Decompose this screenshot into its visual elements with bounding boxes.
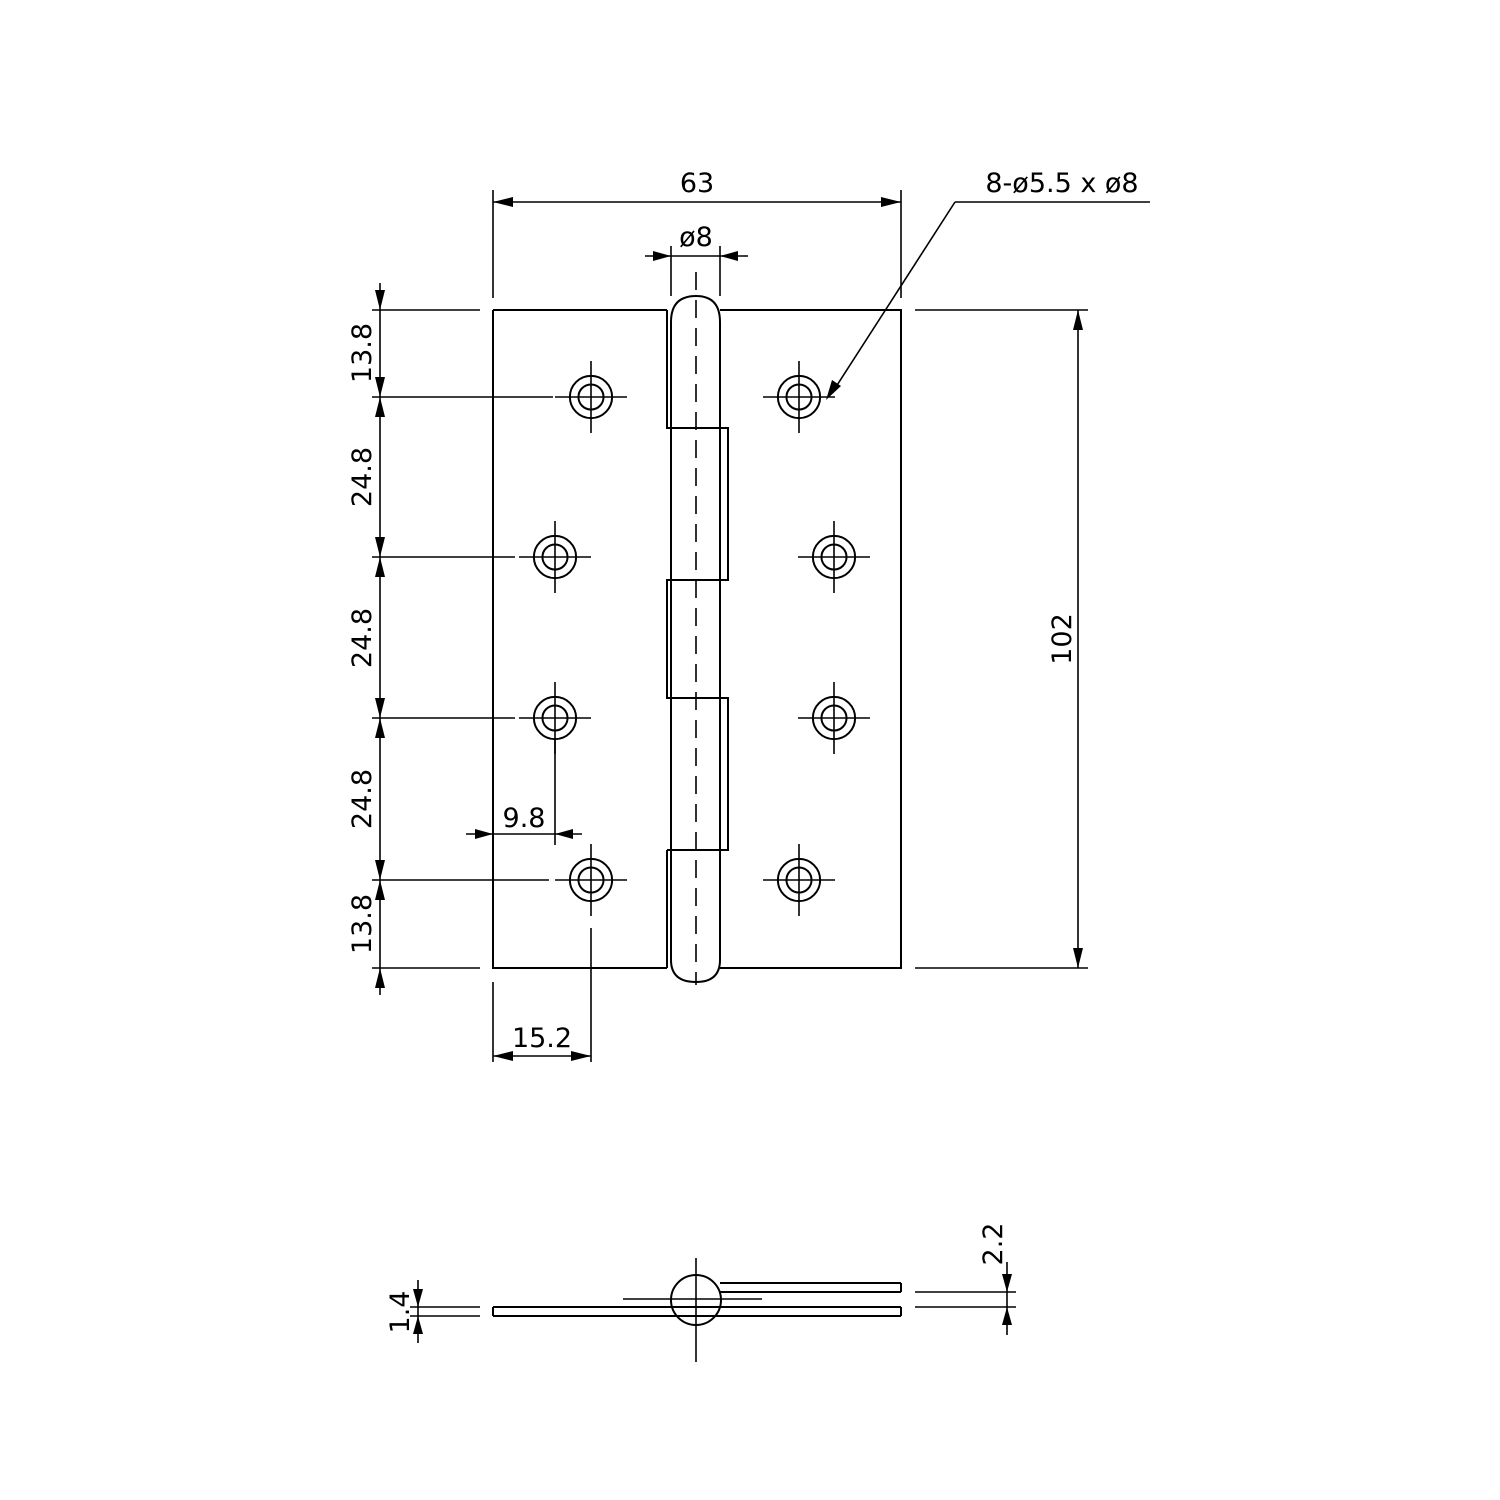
mounting-hole (798, 682, 870, 754)
dim-pin-diameter-label: ø8 (679, 222, 713, 253)
dim-leaf-thickness: 1.4 (385, 1280, 480, 1343)
dim-height: 102 (915, 309, 1088, 969)
hinge-knuckles (666, 272, 729, 985)
dim-knuckle-gap-label: 2.2 (978, 1223, 1009, 1266)
dim-pitch-2-label: 24.8 (347, 608, 378, 668)
mounting-holes (519, 361, 870, 916)
hole-callout-label: 8-ø5.5 x ø8 (985, 168, 1138, 199)
dim-top-edge-label: 13.8 (347, 323, 378, 383)
dim-edge-to-hole-label: 15.2 (512, 1023, 572, 1054)
dim-hole-stagger: 9.8 (466, 740, 582, 845)
dim-height-label: 102 (1047, 613, 1078, 665)
dim-knuckle-gap: 2.2 (915, 1223, 1016, 1335)
mounting-hole (798, 521, 870, 593)
hole-callout-leader: 8-ø5.5 x ø8 (826, 168, 1150, 400)
dim-hole-stagger-label: 9.8 (503, 803, 546, 834)
dim-leaf-thickness-label: 1.4 (385, 1291, 416, 1334)
mounting-hole (555, 844, 627, 916)
mounting-hole (763, 844, 835, 916)
hinge-side-view (492, 1258, 902, 1362)
mounting-hole (519, 521, 591, 593)
dim-hole-pitch-chain: 13.8 24.8 24.8 24.8 13.8 (347, 283, 553, 995)
dim-pitch-3-label: 24.8 (347, 769, 378, 829)
dim-edge-to-hole: 15.2 (492, 928, 592, 1062)
dim-overall-width: 63 (492, 168, 902, 298)
mounting-hole (763, 361, 835, 433)
dim-overall-width-label: 63 (680, 168, 714, 199)
mounting-hole (519, 682, 591, 754)
dim-bottom-edge-label: 13.8 (347, 894, 378, 954)
mounting-hole (555, 361, 627, 433)
dim-pitch-1-label: 24.8 (347, 447, 378, 507)
hinge-plate-outline (492, 309, 902, 969)
dim-pin-diameter: ø8 (645, 222, 748, 296)
